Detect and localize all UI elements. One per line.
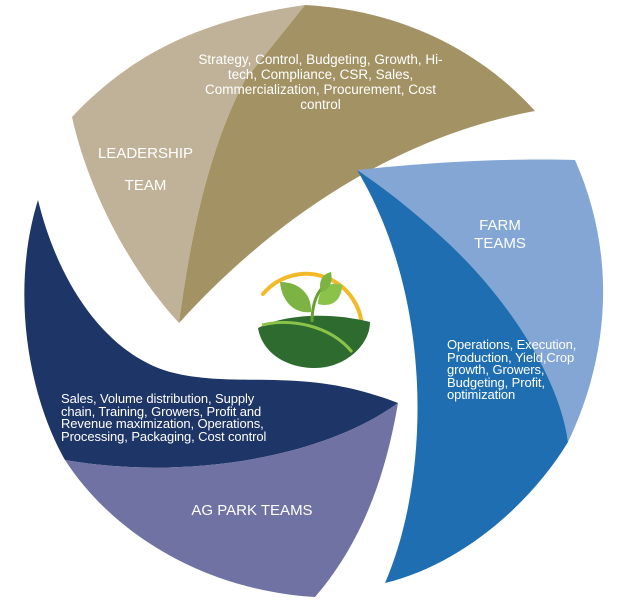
ag-park-segment-light — [65, 403, 398, 597]
farm-segment — [357, 159, 604, 583]
ag-park-segment-dark — [24, 200, 398, 468]
logo-ground — [258, 315, 370, 368]
farm-title-line1: FARM — [479, 217, 521, 234]
logo — [258, 271, 370, 368]
ag-park-segment — [24, 200, 398, 597]
farm-segment-dark — [357, 170, 568, 583]
ag-park-teams-label: AG PARK TEAMS — [191, 502, 313, 519]
logo-field-curve — [261, 321, 354, 353]
farm-title-line2: TEAMS — [474, 235, 526, 252]
leadership-segment-light — [72, 5, 305, 323]
leadership-team-label: LEADERSHIP TEAM — [78, 145, 213, 195]
leadership-title-line1: LEADERSHIP — [97, 145, 194, 162]
sprout-leaves-icon — [280, 272, 342, 323]
farm-teams-label: FARM TEAMS — [455, 217, 545, 253]
leadership-segment-dark — [179, 5, 535, 323]
farm-segment-light — [357, 159, 604, 442]
farm-description: Operations, Execution, Production, Yield… — [447, 337, 577, 402]
ag-park-description: Sales, Volume distribution, Supply chain… — [61, 391, 267, 444]
leadership-segment — [72, 5, 535, 323]
leadership-description: Strategy, Control, Budgeting, Growth, Hi… — [198, 52, 443, 112]
leadership-title-line2: TEAM — [124, 177, 167, 194]
